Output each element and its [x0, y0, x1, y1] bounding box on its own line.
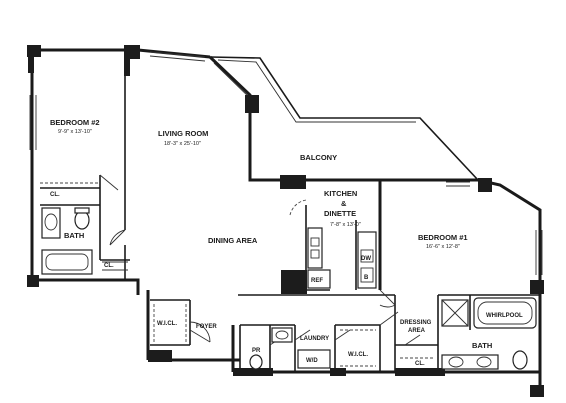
refrigerator	[307, 269, 331, 289]
bath-right-label: BATH	[472, 341, 492, 350]
bedroom2-label: BEDROOM #2	[50, 118, 100, 127]
living-room-dims: 18'-3" x 25'-10"	[164, 141, 201, 147]
door-swing	[379, 289, 396, 308]
dishwasher-label: DW	[361, 256, 371, 262]
closet-shelves	[40, 182, 434, 367]
balcony-outline	[209, 56, 479, 181]
foyer-label: FOYER	[196, 324, 217, 330]
kitchen-label-line1: KITCHEN	[324, 189, 357, 198]
toilet	[249, 354, 263, 370]
door-swing	[109, 229, 126, 246]
kitchen-counter-left	[307, 227, 323, 269]
toilet	[74, 210, 90, 230]
column	[27, 275, 39, 287]
column	[233, 368, 273, 376]
door-swing	[334, 329, 351, 341]
column	[27, 45, 41, 57]
closet-label-hall: CL.	[104, 263, 114, 269]
pr-laundry-fixtures	[249, 327, 331, 370]
kitchen-opening	[289, 199, 307, 216]
door-swing	[294, 329, 311, 341]
fixture-labels: CL. CL. CL. REF DW B	[50, 192, 425, 367]
kitchen-label-line3: DINETTE	[324, 209, 356, 218]
bath-left-label: BATH	[64, 231, 84, 240]
left-bath-fixtures	[41, 207, 128, 275]
dressing-label-line2: AREA	[408, 328, 426, 334]
bedroom1-dims: 16'-6" x 12'-8"	[426, 244, 460, 250]
interior-walls	[40, 55, 540, 372]
column	[124, 45, 140, 59]
oven-label: B	[364, 275, 369, 281]
vanity	[441, 354, 499, 370]
column	[280, 175, 306, 189]
column	[148, 350, 172, 362]
washer-dryer	[297, 349, 331, 369]
whirlpool-label: WHIRLPOOL	[486, 313, 523, 319]
outer-walls	[30, 48, 542, 392]
door-swing	[379, 311, 399, 326]
bedroom2-dims: 9'-9" x 13'-10"	[58, 129, 92, 135]
balcony-label: BALCONY	[300, 153, 337, 162]
column	[395, 368, 445, 376]
column	[245, 95, 259, 113]
sink	[271, 327, 293, 343]
toilet	[512, 350, 528, 370]
whirlpool-tub	[473, 297, 537, 329]
living-room-label: LIVING ROOM	[158, 129, 208, 138]
closet-label-bedroom2: CL.	[50, 192, 60, 198]
pr-label: PR	[252, 348, 261, 354]
right-bath-fixtures	[441, 297, 537, 370]
wicl-right-label: W.I.CL.	[348, 352, 368, 358]
laundry-label: LAUNDRY	[300, 336, 329, 342]
kitchen-label-line2: &	[341, 199, 347, 208]
refrigerator-label: REF	[311, 278, 323, 284]
windows	[29, 51, 543, 275]
door-swing	[404, 334, 421, 346]
kitchen-counter-right	[357, 231, 377, 289]
bedroom1-label: BEDROOM #1	[418, 233, 468, 242]
vanity	[41, 207, 61, 239]
kitchen-fixtures	[307, 227, 377, 289]
door-swing	[99, 174, 119, 191]
kitchen-dims: 7'-8" x 13'-0"	[330, 222, 361, 228]
column	[28, 55, 34, 73]
dressing-label-line1: DRESSING	[400, 320, 432, 326]
room-labels: BEDROOM #2 9'-9" x 13'-10" LIVING ROOM 1…	[50, 118, 523, 364]
column	[530, 280, 544, 294]
column	[330, 368, 346, 376]
wicl-left-label: W.I.CL.	[157, 321, 177, 327]
column	[281, 270, 307, 294]
closet-label-bath: CL.	[415, 361, 425, 367]
washer-dryer-label: W/D	[306, 358, 318, 364]
columns	[27, 45, 544, 397]
dining-area-label: DINING AREA	[208, 236, 258, 245]
door-swing	[189, 321, 211, 343]
column	[124, 58, 130, 76]
column	[478, 178, 492, 192]
column	[530, 385, 544, 397]
